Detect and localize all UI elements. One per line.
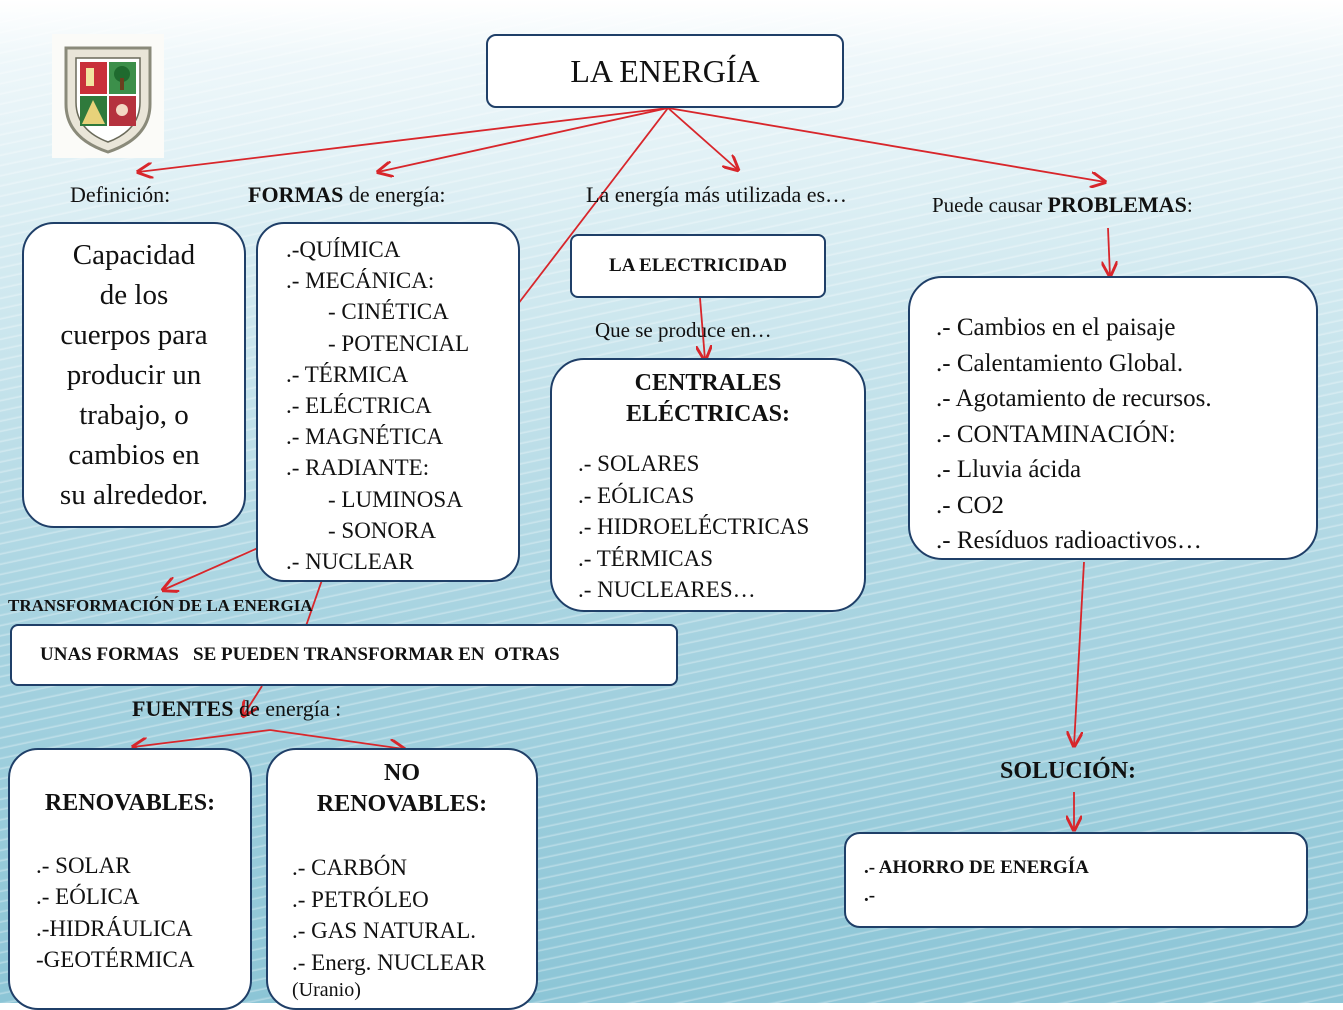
centrales-box: CENTRALES ELÉCTRICAS: .- SOLARES .- EÓLI… (550, 358, 866, 612)
no-renovables-item: .- CARBÓN (292, 855, 408, 880)
centrales-item: .- NUCLEARES… (578, 577, 756, 602)
fuentes-label-rest: de energía : (233, 696, 342, 721)
problemas-label-rest: Puede causar (932, 193, 1048, 217)
formas-box: .-QUÍMICA .- MECÁNICA: - CINÉTICA - POTE… (256, 222, 520, 582)
definicion-line: cambios en (68, 439, 200, 471)
utilizada-label: La energía más utilizada es… (586, 182, 848, 207)
no-renovables-title: NO (384, 760, 420, 786)
formas-label-bold: FORMAS (248, 182, 344, 207)
formas-label: FORMAS de energía: (248, 182, 446, 208)
no-renovables-title: RENOVABLES: (316, 791, 488, 817)
problemas-box: .- Cambios en el paisaje .- Calentamient… (908, 276, 1318, 560)
transformacion-text: UNAS FORMAS SE PUEDEN TRANSFORMAR EN OTR… (40, 644, 560, 665)
problemas-label-bold: PROBLEMAS (1047, 192, 1187, 217)
formas-item: .-QUÍMICA (286, 237, 401, 262)
problemas-label: Puede causar PROBLEMAS: (932, 192, 1193, 218)
definicion-line: su alrededor. (59, 479, 209, 511)
centrales-item: .- EÓLICAS (578, 482, 695, 508)
renovables-item: .-HIDRÁULICA (36, 915, 193, 941)
centrales-item: .- SOLARES (578, 451, 700, 476)
transformacion-box: UNAS FORMAS SE PUEDEN TRANSFORMAR EN OTR… (10, 624, 678, 686)
problemas-item: .- Calentamiento Global. (936, 349, 1184, 377)
centrales-item: .- TÉRMICAS (578, 545, 714, 571)
school-crest-logo (52, 34, 164, 158)
formas-item: .- TÉRMICA (286, 361, 409, 387)
formas-subitem: - SONORA (328, 517, 436, 543)
solucion-item: .- AHORRO DE ENERGÍA (864, 857, 1089, 878)
solucion-label: SOLUCIÓN: (1000, 758, 1137, 784)
page-title: LA ENERGÍA (570, 52, 760, 89)
formas-item: .- ELÉCTRICA (286, 393, 432, 419)
solucion-item: .- (864, 885, 876, 906)
solucion-box: .- AHORRO DE ENERGÍA .- (844, 832, 1308, 928)
definicion-line: cuerpos para (60, 319, 208, 351)
definicion-box: Capacidad de los cuerpos para producir u… (22, 222, 246, 528)
problemas-item: .- CONTAMINACIÓN: (936, 420, 1176, 448)
formas-item: .- MECÁNICA: (286, 268, 435, 294)
no-renovables-item: .- Energ. NUCLEAR (292, 949, 486, 975)
formas-subitem: - POTENCIAL (328, 330, 470, 356)
no-renovables-box: NO RENOVABLES: .- CARBÓN .- PETRÓLEO .- … (266, 748, 538, 1010)
definicion-line: producir un (66, 359, 202, 391)
renovables-item: .- EÓLICA (36, 884, 140, 909)
no-renovables-item: .- PETRÓLEO (292, 886, 429, 912)
centrales-title: CENTRALES (634, 370, 782, 396)
renovables-item: .- SOLAR (36, 852, 131, 878)
renovables-box: RENOVABLES: .- SOLAR .- EÓLICA .-HIDRÁUL… (8, 748, 252, 1010)
transformacion-label: TRANSFORMACIÓN DE LA ENERGIA (8, 596, 313, 615)
definicion-label: Definición: (70, 182, 171, 207)
centrales-item: .- HIDROELÉCTRICAS (578, 514, 810, 539)
formas-item: .- NUCLEAR (286, 549, 414, 575)
centrales-title: ELÉCTRICAS: (625, 401, 791, 427)
definicion-line: trabajo, o (79, 399, 189, 431)
produce-label: Que se produce en… (595, 318, 772, 342)
problemas-item: .- CO2 (936, 491, 1005, 519)
renovables-item: -GEOTÉRMICA (36, 947, 195, 972)
electricidad-text: LA ELECTRICIDAD (609, 255, 787, 276)
formas-item: .- MAGNÉTICA (286, 424, 444, 450)
renovables-title: RENOVABLES: (44, 790, 216, 816)
fuentes-label-bold: FUENTES (132, 696, 234, 721)
definicion-line: de los (99, 279, 169, 311)
formas-item: .- RADIANTE: (286, 455, 430, 481)
no-renovables-item: (Uranio) (292, 979, 361, 1001)
formas-subitem: - CINÉTICA (328, 299, 449, 325)
problemas-label-end: : (1186, 193, 1193, 217)
problemas-item: .- Agotamiento de recursos. (936, 385, 1212, 412)
title-box: LA ENERGÍA (486, 34, 844, 108)
formas-label-rest: de energía: (343, 182, 446, 207)
problemas-item: .- Lluvia ácida (936, 456, 1082, 483)
problemas-item: .- Resíduos radioactivos… (936, 527, 1202, 554)
electricidad-box: LA ELECTRICIDAD (570, 234, 826, 298)
fuentes-label: FUENTES de energía : (132, 696, 341, 722)
problemas-item: .- Cambios en el paisaje (936, 314, 1176, 341)
definicion-line: Capacidad (72, 239, 196, 271)
no-renovables-item: .- GAS NATURAL. (292, 918, 476, 943)
formas-subitem: - LUMINOSA (328, 486, 463, 512)
